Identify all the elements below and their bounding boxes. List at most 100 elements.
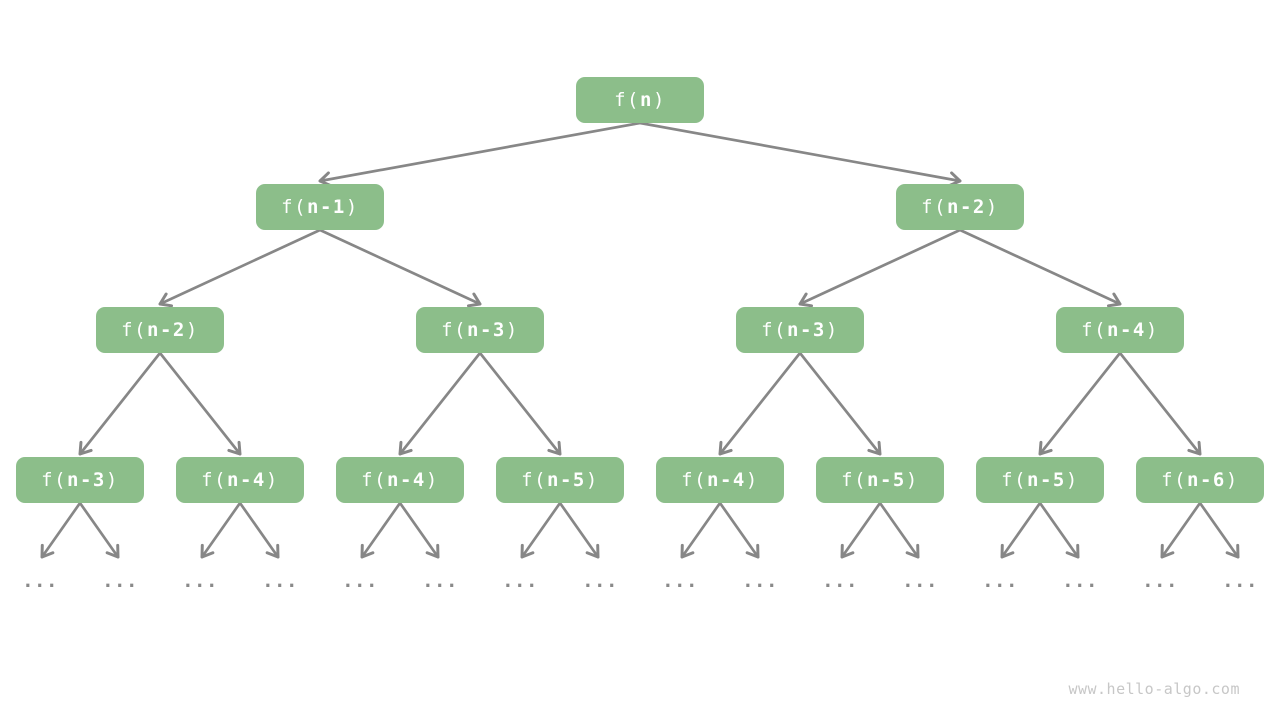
edge-arrow: [398, 501, 440, 559]
leaf-ellipsis: ...: [982, 570, 1018, 592]
node-label-suffix: ): [505, 319, 519, 341]
node-label-prefix: f(: [121, 319, 148, 341]
edge-arrow: [840, 501, 882, 559]
edge-arrow: [398, 351, 482, 456]
edge-arrow: [1118, 351, 1202, 456]
edge-arrow: [478, 351, 562, 456]
node-label-arg: n-1: [307, 196, 346, 218]
node-label-prefix: f(: [681, 469, 708, 491]
node-label-arg: n-4: [387, 469, 426, 491]
tree-node: f(n-5): [496, 457, 624, 503]
edge-arrow: [318, 228, 482, 308]
edge-arrow: [798, 351, 882, 456]
node-label-prefix: f(: [921, 196, 948, 218]
node-label-arg: n: [639, 89, 653, 111]
edge-arrow: [1198, 501, 1240, 559]
node-label-suffix: ): [985, 196, 999, 218]
edge-arrow: [718, 351, 802, 456]
leaf-ellipsis: ...: [582, 570, 618, 592]
node-label-suffix: ): [105, 469, 119, 491]
leaf-ellipsis: ...: [262, 570, 298, 592]
edge-arrow: [200, 501, 242, 559]
tree-node: f(n-2): [96, 307, 224, 353]
leaf-ellipsis: ...: [1062, 570, 1098, 592]
edge-arrow: [878, 501, 920, 559]
node-label-arg: n-3: [467, 319, 506, 341]
edge-arrow: [680, 501, 722, 559]
leaf-ellipsis: ...: [102, 570, 138, 592]
node-label-suffix: ): [825, 319, 839, 341]
node-label-prefix: f(: [281, 196, 308, 218]
node-label-prefix: f(: [521, 469, 548, 491]
leaf-ellipsis: ...: [182, 570, 218, 592]
edge-arrow: [78, 351, 162, 456]
leaf-ellipsis: ...: [742, 570, 778, 592]
edge-arrow: [78, 501, 120, 559]
node-label-prefix: f(: [41, 469, 68, 491]
node-label-prefix: f(: [1161, 469, 1188, 491]
node-label-suffix: ): [425, 469, 439, 491]
edge-arrow: [158, 351, 242, 456]
node-label-suffix: ): [745, 469, 759, 491]
node-label-arg: n-4: [1107, 319, 1146, 341]
watermark-text: www.hello-algo.com: [1068, 680, 1240, 698]
node-label-arg: n-3: [67, 469, 106, 491]
node-label-arg: n-5: [867, 469, 906, 491]
node-label-prefix: f(: [614, 89, 640, 111]
node-label-arg: n-5: [547, 469, 586, 491]
node-label-prefix: f(: [1001, 469, 1028, 491]
tree-node: f(n): [576, 77, 704, 123]
edge-arrow: [1000, 501, 1042, 559]
tree-node: f(n-3): [416, 307, 544, 353]
node-label-arg: n-3: [787, 319, 826, 341]
edge-arrow: [1160, 501, 1202, 559]
node-label-suffix: ): [905, 469, 919, 491]
leaf-ellipsis: ...: [662, 570, 698, 592]
node-label-suffix: ): [652, 89, 666, 111]
leaf-ellipsis: ...: [1142, 570, 1178, 592]
tree-node: f(n-1): [256, 184, 384, 230]
tree-node: f(n-3): [736, 307, 864, 353]
node-label-arg: n-2: [947, 196, 986, 218]
node-label-prefix: f(: [841, 469, 868, 491]
node-label-suffix: ): [1145, 319, 1159, 341]
tree-node: f(n-2): [896, 184, 1024, 230]
edge-arrow: [1038, 501, 1080, 559]
leaf-ellipsis: ...: [22, 570, 58, 592]
tree-node: f(n-4): [336, 457, 464, 503]
node-label-prefix: f(: [761, 319, 788, 341]
leaf-ellipsis: ...: [1222, 570, 1258, 592]
tree-node: f(n-5): [816, 457, 944, 503]
tree-node: f(n-3): [16, 457, 144, 503]
edge-arrow: [558, 501, 600, 559]
leaf-ellipsis: ...: [822, 570, 858, 592]
leaf-ellipsis: ...: [342, 570, 378, 592]
node-label-suffix: ): [585, 469, 599, 491]
node-label-arg: n-5: [1027, 469, 1066, 491]
node-label-suffix: ): [1225, 469, 1239, 491]
edge-arrow: [958, 228, 1122, 308]
tree-node: f(n-6): [1136, 457, 1264, 503]
node-label-suffix: ): [185, 319, 199, 341]
edge-arrow: [1038, 351, 1122, 456]
tree-node: f(n-5): [976, 457, 1104, 503]
node-label-prefix: f(: [361, 469, 388, 491]
edge-arrow: [638, 121, 962, 188]
node-label-suffix: ): [265, 469, 279, 491]
leaf-ellipsis: ...: [422, 570, 458, 592]
edge-arrow: [318, 121, 642, 188]
edge-arrow: [718, 501, 760, 559]
node-label-arg: n-4: [707, 469, 746, 491]
tree-node: f(n-4): [656, 457, 784, 503]
node-label-prefix: f(: [441, 319, 468, 341]
edge-arrow: [798, 228, 962, 308]
node-label-prefix: f(: [1081, 319, 1108, 341]
leaf-ellipsis: ...: [502, 570, 538, 592]
node-label-prefix: f(: [201, 469, 228, 491]
node-label-suffix: ): [1065, 469, 1079, 491]
node-label-arg: n-6: [1187, 469, 1226, 491]
edge-arrow: [158, 228, 322, 308]
